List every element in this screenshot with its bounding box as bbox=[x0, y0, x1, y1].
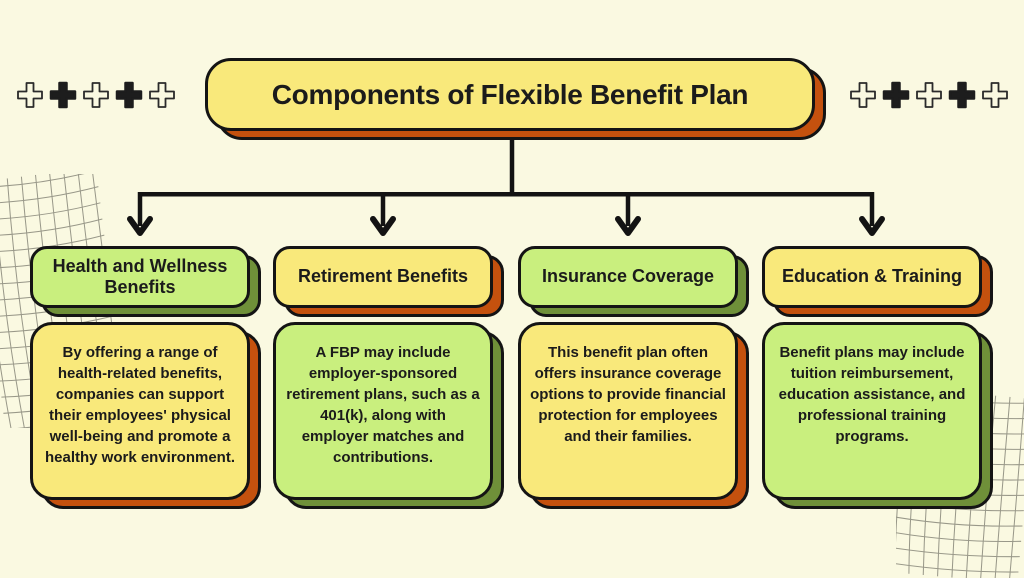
body-text: A FBP may include employer-sponsored ret… bbox=[286, 344, 480, 466]
plus-filled-icon bbox=[948, 81, 976, 109]
header-box-health-wellness: Health and Wellness Benefits bbox=[30, 246, 261, 317]
body-box-education: Benefit plans may include tuition reimbu… bbox=[762, 322, 993, 509]
body-box-insurance: This benefit plan often offers insurance… bbox=[518, 322, 749, 509]
body-box-health-wellness: By offering a range of health-related be… bbox=[30, 322, 261, 509]
header-box-retirement: Retirement Benefits bbox=[273, 246, 504, 317]
header-label: Health and Wellness Benefits bbox=[52, 255, 228, 297]
plus-outline-icon bbox=[916, 82, 942, 108]
header-label: Insurance Coverage bbox=[541, 266, 715, 287]
arrow-down-icon bbox=[127, 216, 153, 236]
plus-outline-icon bbox=[850, 82, 876, 108]
arrow-down-icon bbox=[370, 216, 396, 236]
plus-outline-icon bbox=[83, 82, 109, 108]
plus-outline-icon bbox=[149, 82, 175, 108]
plus-icon-row-left bbox=[14, 79, 178, 111]
body-text: By offering a range of health-related be… bbox=[44, 344, 236, 466]
page-title: Components of Flexible Benefit Plan bbox=[271, 78, 749, 110]
body-box-retirement: A FBP may include employer-sponsored ret… bbox=[273, 322, 504, 509]
arrow-down-icon bbox=[859, 216, 885, 236]
header-box-insurance: Insurance Coverage bbox=[518, 246, 749, 317]
plus-filled-icon bbox=[49, 81, 77, 109]
arrow-down-icon bbox=[615, 216, 641, 236]
header-label: Retirement Benefits bbox=[297, 266, 469, 287]
plus-filled-icon bbox=[115, 81, 143, 109]
body-text: Benefit plans may include tuition reimbu… bbox=[778, 344, 966, 445]
header-box-education: Education & Training bbox=[762, 246, 993, 317]
body-text: This benefit plan often offers insurance… bbox=[530, 344, 726, 445]
plus-outline-icon bbox=[17, 82, 43, 108]
plus-icon-row-right bbox=[847, 79, 1011, 111]
header-label: Education & Training bbox=[781, 266, 962, 287]
plus-outline-icon bbox=[982, 82, 1008, 108]
plus-filled-icon bbox=[882, 81, 910, 109]
title-box: Components of Flexible Benefit Plan bbox=[205, 58, 826, 140]
